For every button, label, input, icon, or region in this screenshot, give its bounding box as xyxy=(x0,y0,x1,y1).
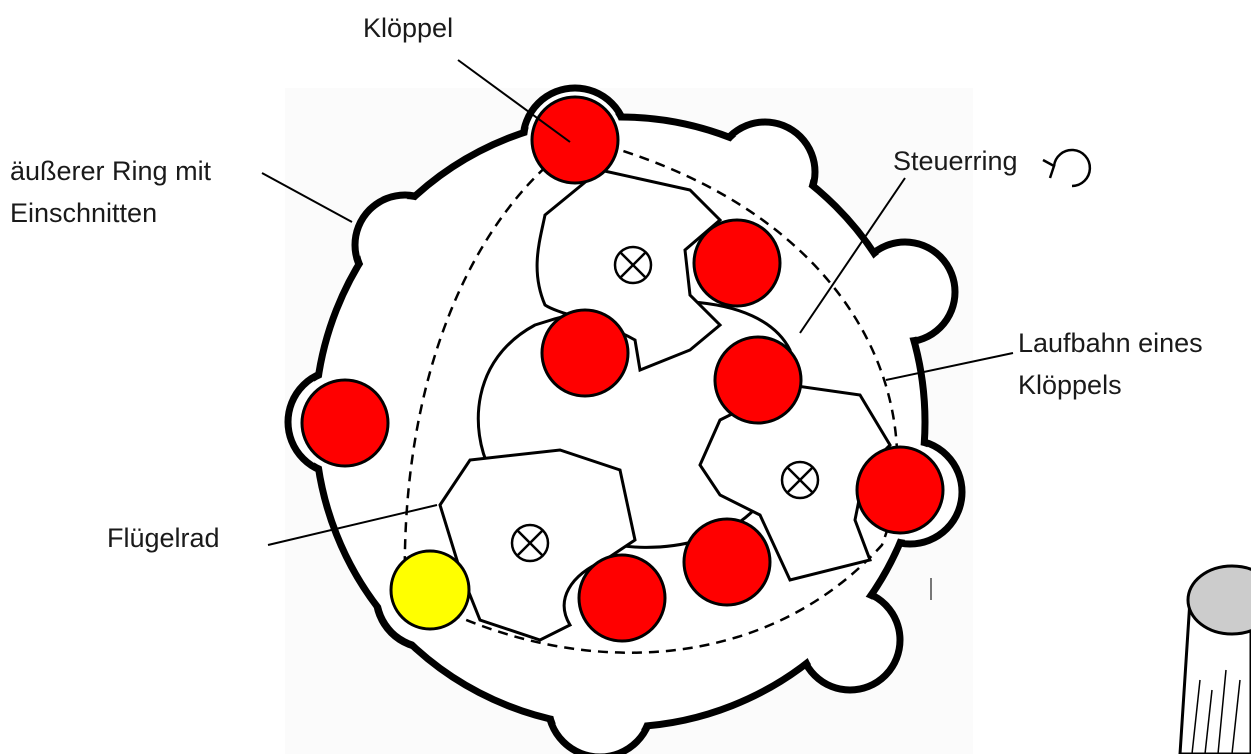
bobbin xyxy=(300,378,390,468)
label-kloeppel: Klöppel xyxy=(363,13,453,43)
circle-x-axis-icon xyxy=(510,523,550,563)
bobbin-spindle-icon xyxy=(1178,564,1251,754)
label-outer-ring-line1: äußerer Ring mit xyxy=(10,156,212,186)
bobbin xyxy=(577,553,667,643)
label-outer-ring-line2: Einschnitten xyxy=(10,198,157,228)
bobbin-highlight xyxy=(389,549,471,631)
bobbin xyxy=(682,517,772,607)
bobbin xyxy=(540,308,630,398)
label-laufbahn-line1: Laufbahn eines xyxy=(1018,328,1203,358)
bobbin xyxy=(530,95,620,185)
bobbins xyxy=(300,95,945,643)
circle-x-axis-icon xyxy=(780,460,820,500)
label-steuerring: Steuerring xyxy=(893,146,1018,176)
circle-x-axis-icon xyxy=(613,245,653,285)
label-laufbahn-line2: Klöppels xyxy=(1018,370,1122,400)
bobbin xyxy=(692,218,782,308)
bobbin xyxy=(713,335,803,425)
bobbin xyxy=(855,445,945,535)
bobbin-track xyxy=(403,143,899,654)
leader-lines xyxy=(261,59,1014,546)
label-fluegelrad: Flügelrad xyxy=(107,523,220,553)
rotation-arrow-icon xyxy=(1042,148,1092,188)
